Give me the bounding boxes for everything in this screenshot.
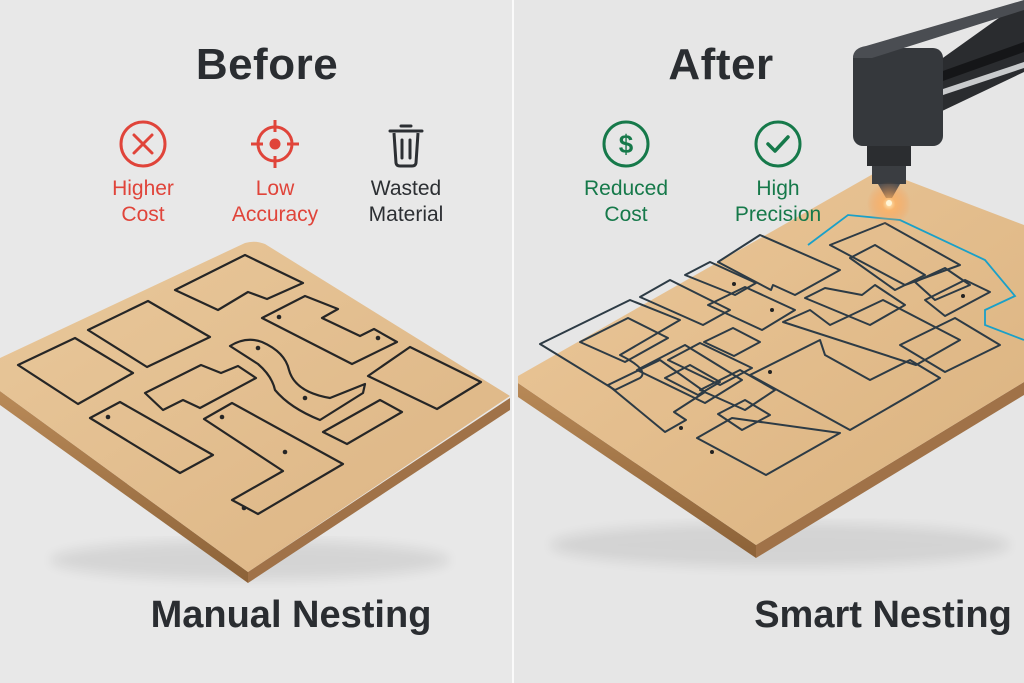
trash-icon — [388, 124, 424, 168]
target-icon — [251, 120, 299, 168]
benefit-label-line1: High — [756, 177, 800, 200]
manual-nesting-board — [0, 241, 510, 583]
smart-nesting-board — [518, 0, 1024, 567]
check-circle-icon — [754, 120, 802, 168]
smart-nesting-label: Smart Nesting — [754, 594, 1012, 636]
x-circle-icon — [119, 120, 167, 168]
benefit-label-line1: Low — [255, 177, 295, 200]
before-title: Before — [195, 40, 339, 89]
benefit-label-line2: Cost — [121, 203, 165, 226]
benefit-label-line2: Precision — [734, 203, 822, 226]
manual-nesting-label: Manual Nesting — [150, 594, 432, 636]
benefit-reduced-cost: $ Reduced Cost — [566, 118, 686, 228]
benefit-wasted-material: Wasted Material — [346, 118, 466, 228]
after-title: After — [668, 40, 774, 89]
benefit-low-accuracy: Low Accuracy — [215, 118, 335, 228]
laser-head — [853, 0, 1024, 226]
dollar-circle-icon: $ — [602, 120, 650, 168]
after-panel: After $ Reduced Cost High Precision Smar… — [514, 0, 1024, 683]
panel-divider — [512, 0, 515, 683]
benefit-higher-cost: Higher Cost — [83, 118, 203, 228]
benefit-high-precision: High Precision — [718, 118, 838, 228]
benefit-label-line2: Material — [368, 203, 444, 226]
svg-text:$: $ — [619, 129, 634, 159]
benefit-label-line2: Cost — [604, 203, 648, 226]
benefit-label-line1: Wasted — [370, 177, 442, 200]
benefit-label-line2: Accuracy — [231, 203, 319, 226]
before-panel: Before Higher Cost Low Accuracy Wa — [0, 40, 510, 636]
benefit-label-line1: Higher — [112, 177, 174, 200]
benefit-label-line1: Reduced — [583, 177, 669, 200]
